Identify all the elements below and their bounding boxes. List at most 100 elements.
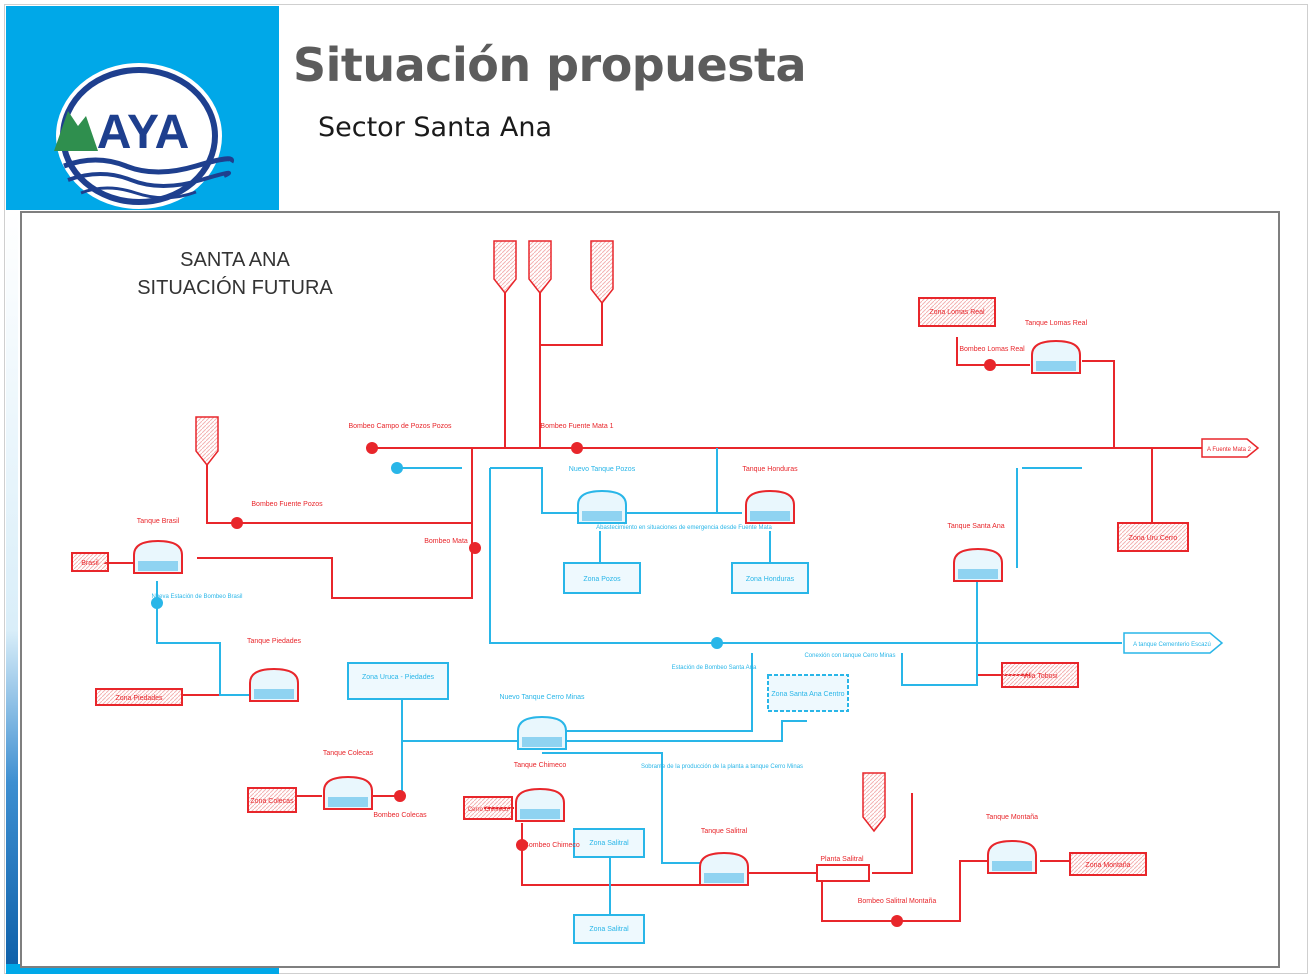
zone-box-cerro-chimeco (463, 796, 513, 820)
label-bombeo-campo-pozos: Bombeo Campo de Pozos Pozos (348, 423, 452, 430)
pump-icon (151, 597, 163, 609)
tank-lomas-real (1031, 339, 1081, 374)
logo-panel: AYA (6, 6, 279, 210)
diagram-title-line1: SANTA ANA (180, 249, 290, 271)
label-bombeo-salitral: Bombeo Salitral Montaña (858, 898, 937, 905)
schematic-diagram: SANTA ANA SITUACIÓN FUTURA (20, 211, 1280, 968)
decorative-bottom-strip (6, 964, 279, 974)
label-sobrante: Sobrante de la producción de la planta a… (641, 764, 803, 770)
label-planta-salitral: Planta Salitral (820, 856, 864, 863)
zone-boxes (71, 297, 1189, 944)
zone-box-brasil (71, 552, 109, 572)
tank-brasil (133, 539, 183, 574)
network-svg: Zona Lomas Real Tanque Lomas Real Bombeo… (71, 240, 1260, 944)
slide-title: Situación propuesta (293, 38, 807, 92)
pump-icon (391, 462, 403, 474)
source-node-4 (195, 416, 219, 467)
pumps (151, 359, 996, 927)
zone-box-villa-tobosi (1001, 662, 1079, 688)
source-node-1 (493, 240, 517, 295)
label-bombeo-colecas: Bombeo Colecas (373, 812, 427, 819)
label-nuevo-tanque-pozos: Nuevo Tanque Pozos (569, 466, 636, 473)
pump-icon (231, 517, 243, 529)
zone-box-uruca (347, 662, 449, 700)
label-zona-pozos: Zona Pozos (583, 576, 621, 583)
aya-logo: AYA (54, 63, 235, 209)
decorative-strip (6, 210, 18, 974)
label-bombeo-chimeco: Bombeo Chimeco (524, 842, 580, 849)
label-abastecimiento: Abastecimiento en situaciones de emergen… (596, 525, 772, 531)
zone-box-montaña (1069, 852, 1147, 876)
source-nodes (195, 240, 886, 833)
label-zona-honduras: Zona Honduras (746, 576, 795, 583)
label-zona-lomas-real: Zona Lomas Real (929, 309, 985, 316)
zone-box-lomas-real (918, 297, 996, 327)
tank-honduras (745, 489, 795, 524)
label-zona-salitral-a: Zona Salitral (589, 840, 629, 847)
tank-chimeco (515, 787, 565, 822)
label-tanque-santa-ana: Tanque Santa Ana (947, 523, 1004, 530)
slide-frame (4, 4, 1308, 974)
label-brasil: Brasil (81, 560, 99, 567)
tank-pozos (577, 489, 627, 524)
label-a-fuente-mata: A Fuente Mata 2 (1207, 447, 1252, 453)
source-node-5 (862, 772, 886, 833)
zone-box-piedades (95, 688, 183, 706)
pump-icon (394, 790, 406, 802)
label-bombeo-fuente-mata1: Bombeo Fuente Mata 1 (540, 423, 613, 430)
tank-cerro-minas (517, 715, 567, 750)
outlet-cementerio (1123, 632, 1224, 654)
pump-icon (516, 839, 528, 851)
tank-colecas (323, 775, 373, 810)
label-zona-montaña: Zona Montaña (1085, 862, 1130, 869)
zone-box-pozos (563, 562, 641, 594)
pump-icon (366, 442, 378, 454)
label-tanque-brasil: Tanque Brasil (137, 518, 180, 525)
label-cerro-chimeco: Cerro Chimeco (468, 807, 509, 813)
diagram-title: SANTA ANA SITUACIÓN FUTURA (110, 246, 360, 302)
label-estacion-santa-ana: Estación de Bombeo Santa Ana (672, 665, 757, 671)
label-zona-colecas: Zona Colecas (250, 798, 294, 805)
pump-icon (891, 915, 903, 927)
label-tanque-colecas: Tanque Colecas (323, 750, 374, 757)
pump-icon (469, 542, 481, 554)
label-tanque-honduras: Tanque Honduras (742, 466, 798, 473)
plant-box-salitral (816, 864, 870, 882)
tank-salitral (699, 851, 749, 886)
pump-icon (984, 359, 996, 371)
label-villa-tobosi: Villa Tobosi (1022, 673, 1058, 680)
label-tanque-chimeco: Tanque Chimeco (514, 762, 567, 769)
label-zona-santa-ana-centro: Zona Santa Ana Centro (771, 691, 844, 698)
logo-text: AYA (97, 106, 190, 159)
zone-box-uru (1117, 522, 1189, 552)
tank-piedades (249, 667, 299, 702)
label-nueva-estacion: Nueva Estación de Bombeo Brasil (151, 594, 242, 600)
tanks (133, 339, 1081, 886)
label-bombeo-mata: Bombeo Mata (424, 538, 468, 545)
label-conexion-cerro-minas: Conexión con tanque Cerro Minas (804, 653, 895, 659)
zone-box-colecas (247, 787, 297, 813)
blue-pipelines (156, 448, 1122, 918)
red-pipelines (104, 293, 1202, 922)
source-node-2 (528, 240, 552, 295)
tank-santa-ana (953, 547, 1003, 582)
label-tanque-salitral: Tanque Salitral (701, 828, 748, 835)
label-tanque-piedades: Tanque Piedades (247, 638, 302, 645)
zone-box-santa-ana-centro (767, 674, 849, 712)
tank-montaña (987, 839, 1037, 874)
label-zona-salitral-b: Zona Salitral (589, 926, 629, 933)
label-a-tanque-cementerio: A tanque Cementerio Escazú (1133, 642, 1211, 648)
label-nuevo-tanque-cerro: Nuevo Tanque Cerro Minas (499, 694, 585, 701)
label-bombeo-lomas-real: Bombeo Lomas Real (959, 346, 1025, 353)
label-zona-piedades: Zona Piedades (115, 695, 163, 702)
label-zona-uruca: Zona Uruca - Piedades (362, 674, 434, 681)
label-tanque-lomas-real: Tanque Lomas Real (1025, 320, 1088, 327)
slide-subtitle: Sector Santa Ana (318, 112, 553, 143)
pump-icon (711, 637, 723, 649)
label-zona-uru: Zona Uru Cerro (1129, 535, 1178, 542)
zone-box-salitral-b (573, 914, 645, 944)
label-bombeo-fuente-pozos: Bombeo Fuente Pozos (251, 501, 323, 508)
zone-box-salitral-a (573, 828, 645, 858)
diagram-labels: Zona Lomas Real Tanque Lomas Real Bombeo… (81, 309, 1251, 933)
label-tanque-montaña: Tanque Montaña (986, 814, 1038, 821)
